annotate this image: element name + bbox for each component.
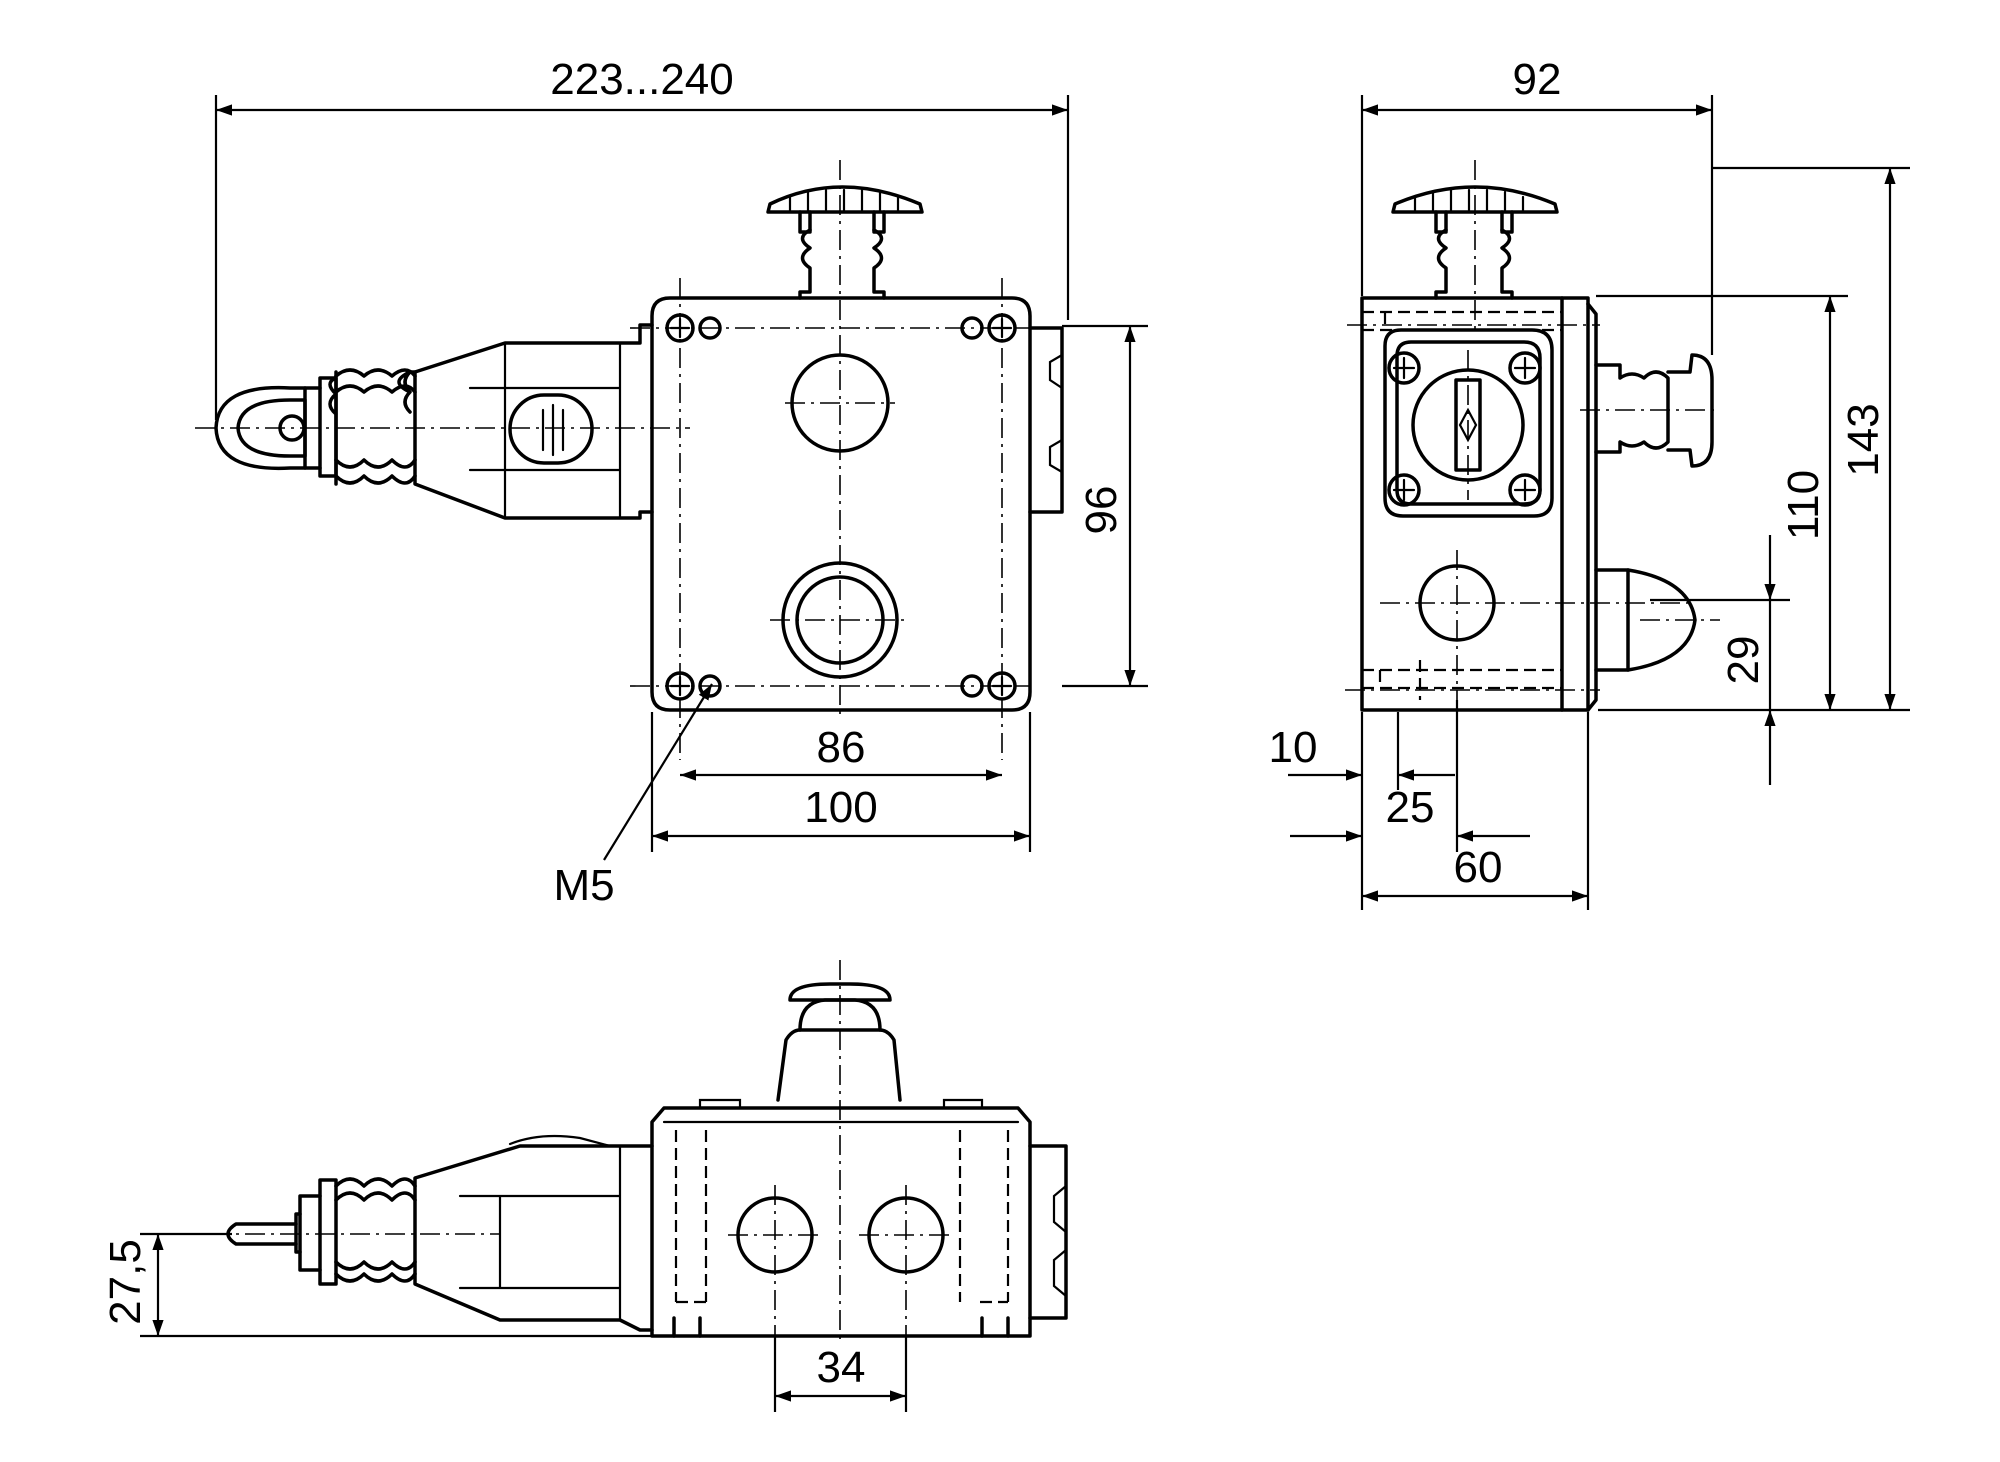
dim-depth-overall: 92 (1513, 55, 1562, 104)
side-screws (1387, 351, 1542, 507)
front-eyelet (214, 385, 322, 471)
front-actuator-arm (413, 323, 654, 520)
dim-lower-offset: 29 (1719, 636, 1768, 685)
bottom-actuator-arm (413, 1144, 654, 1332)
dim-hole-spacing: 86 (817, 723, 866, 772)
dim-left-offset: 10 (1269, 723, 1318, 772)
front-housing (650, 296, 1032, 712)
front-view: 223...240 96 86 100 M5 (195, 55, 1148, 910)
dim-body-height: 110 (1779, 470, 1828, 540)
front-bellows (328, 370, 417, 486)
dim-axis-height: 27,5 (101, 1239, 150, 1325)
dim-overall-length: 223...240 (550, 55, 734, 104)
dim-height-overall: 143 (1839, 403, 1888, 476)
dim-height: 96 (1077, 486, 1126, 535)
dim-width: 100 (804, 783, 877, 832)
side-knob-top (1391, 185, 1559, 214)
front-window (508, 393, 594, 465)
thread-callout: M5 (553, 861, 614, 910)
front-emergency-knob (766, 185, 924, 214)
bottom-knob (776, 1028, 902, 1102)
bottom-dim-hole-spacing: 34 (817, 1343, 866, 1392)
bottom-housing (650, 1106, 1032, 1338)
side-knob-right (1594, 363, 1670, 454)
front-screws (665, 313, 1017, 701)
bottom-view: 27,5 34 (101, 960, 1068, 1412)
dim-depth: 60 (1454, 843, 1503, 892)
side-view: 92 143 110 29 10 25 60 (1269, 55, 1910, 910)
dim-mid-offset: 25 (1386, 783, 1435, 832)
bottom-bellows (334, 1177, 417, 1283)
